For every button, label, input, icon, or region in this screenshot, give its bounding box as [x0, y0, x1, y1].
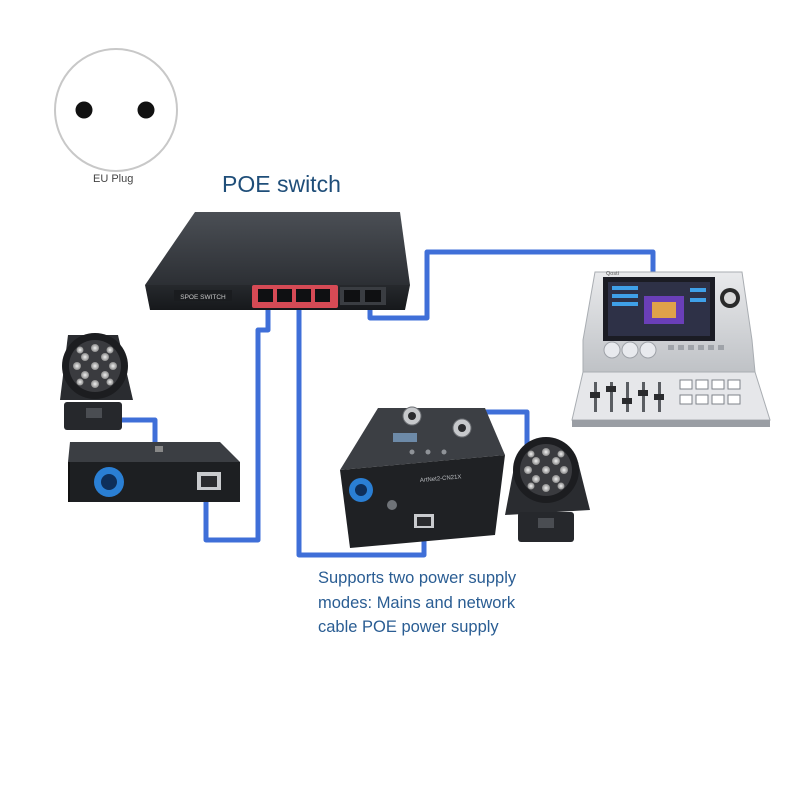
- artnet-node-device: [340, 406, 505, 548]
- poe-switch-device: [145, 212, 410, 310]
- caption-line-1: Supports two power supply: [318, 569, 517, 587]
- caption-line-2: modes: Mains and network: [318, 593, 516, 612]
- switch-badge-plate: [174, 290, 232, 301]
- cable-switch-to-left-node: [203, 305, 271, 543]
- switch-badge-text: SPOE SWITCH: [180, 294, 226, 301]
- node-lcd: [393, 433, 417, 442]
- cable-switch-to-console: [367, 249, 656, 321]
- eu-plug-icon: [54, 48, 178, 172]
- cable-node-to-left-light: [117, 417, 158, 448]
- lighting-console: [571, 271, 771, 427]
- power-modes-caption: Supports two power supply modes: Mains a…: [318, 566, 516, 640]
- uplink-ports: [340, 287, 386, 305]
- console-brand-text: Qosti: [606, 271, 619, 277]
- moving-head-light-right: [505, 437, 590, 542]
- poe-switch-title: POE switch: [222, 171, 341, 197]
- moving-head-light-left: [60, 333, 133, 430]
- dmx-node-left: [68, 442, 240, 502]
- caption-line-3: cable POE power supply: [318, 618, 499, 636]
- eu-plug-label: EU Plug: [93, 173, 134, 185]
- node-model-text: ArtNet2-CN21X: [420, 474, 462, 484]
